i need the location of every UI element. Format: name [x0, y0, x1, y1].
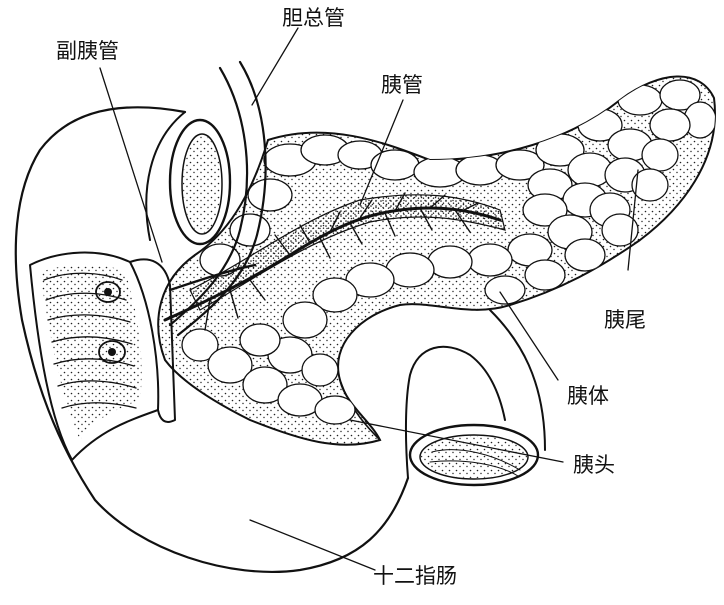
lobule — [427, 245, 473, 279]
lobule — [659, 79, 701, 111]
lobule — [239, 323, 281, 357]
common-bile-duct — [168, 60, 267, 337]
lobule — [641, 138, 679, 172]
lobule — [370, 149, 420, 181]
label-duodenum: 十二指肠 — [373, 564, 457, 588]
lobule — [484, 275, 526, 305]
lobule — [247, 178, 293, 212]
lobule — [242, 366, 288, 404]
pancreas-lobules — [181, 79, 715, 425]
lobule — [282, 301, 328, 339]
lobule — [522, 193, 568, 227]
lobule — [314, 395, 356, 425]
lobule — [495, 149, 545, 181]
lobule — [181, 328, 219, 362]
label-pancreatic-duct: 胰管 — [381, 73, 423, 97]
lobule — [601, 213, 639, 247]
lobule — [207, 346, 253, 384]
label-common-bile-duct: 胆总管 — [282, 6, 345, 30]
lobule — [649, 108, 691, 142]
lobule — [312, 277, 358, 313]
duodenum-opened-wall — [29, 251, 176, 461]
pancreas-shape — [157, 75, 716, 446]
duodenum-shape — [14, 106, 546, 574]
label-accessory-pancreatic-duct: 副胰管 — [56, 39, 119, 63]
duodenum-cut-upper — [145, 111, 232, 246]
lobule — [617, 84, 663, 116]
label-pancreas-head: 胰头 — [573, 453, 615, 477]
label-pancreas-body: 胰体 — [567, 384, 609, 408]
leader-lines — [99, 27, 639, 571]
lobule — [631, 168, 669, 202]
lobule — [564, 238, 606, 272]
lobule — [301, 353, 339, 387]
lobule — [467, 243, 513, 277]
lobule — [524, 259, 566, 291]
label-pancreas-tail: 胰尾 — [604, 308, 646, 332]
accessory-pancreatic-duct — [168, 263, 257, 292]
